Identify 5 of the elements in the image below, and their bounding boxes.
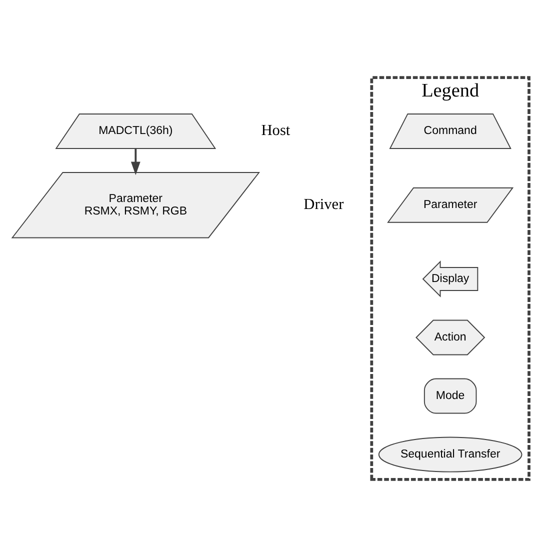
arrow: [130, 148, 140, 175]
node-box: Mode: [424, 378, 477, 414]
node-ellipse: Sequential Transfer: [378, 436, 522, 472]
label: Driver: [304, 195, 344, 212]
label: Host: [261, 121, 290, 138]
